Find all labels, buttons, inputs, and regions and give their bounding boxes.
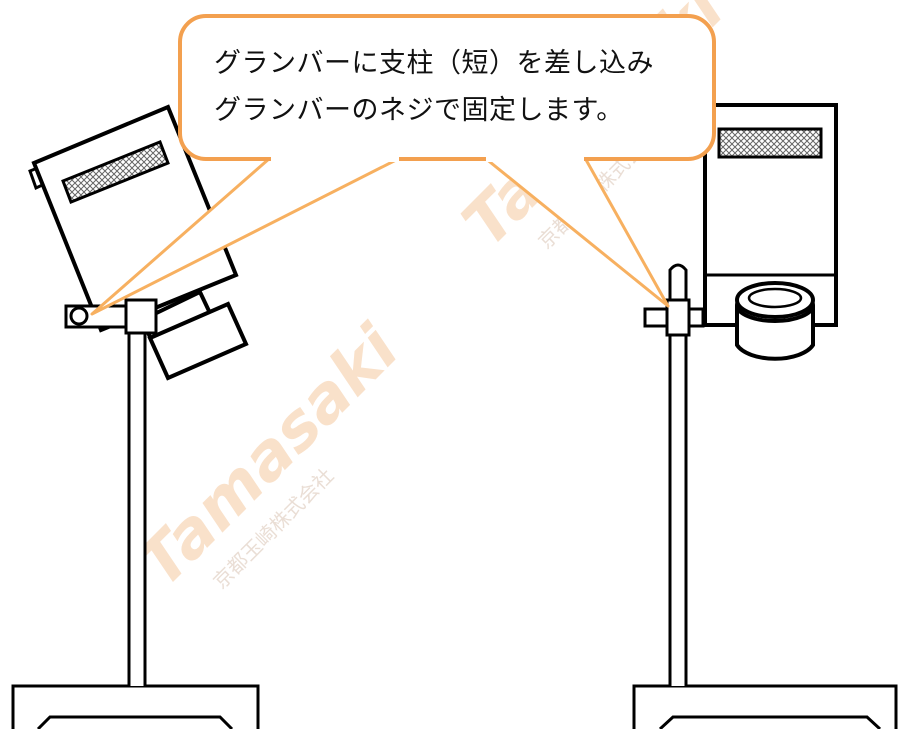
right-stand-pole bbox=[668, 263, 688, 686]
callout-box bbox=[178, 14, 716, 161]
right-stand bbox=[632, 263, 898, 731]
camera-icon bbox=[703, 103, 838, 361]
left-clamp-block bbox=[124, 298, 158, 335]
callout-text-line-1: グランバーに支柱（短）を差し込み bbox=[214, 48, 654, 79]
left-clamp-screw bbox=[69, 306, 89, 326]
right-clamp-block bbox=[665, 298, 691, 337]
right-stand-base-inner bbox=[658, 715, 882, 731]
camera-label bbox=[717, 127, 823, 159]
left-stand bbox=[11, 259, 260, 731]
callout-text-line-2: グランバーのネジで固定します。 bbox=[214, 95, 624, 126]
tilted-camera-icon bbox=[28, 104, 249, 381]
left-clamp bbox=[64, 298, 158, 335]
left-stand-base-inner bbox=[36, 715, 234, 731]
callout-bubble bbox=[90, 14, 716, 316]
right-clamp bbox=[643, 298, 705, 337]
